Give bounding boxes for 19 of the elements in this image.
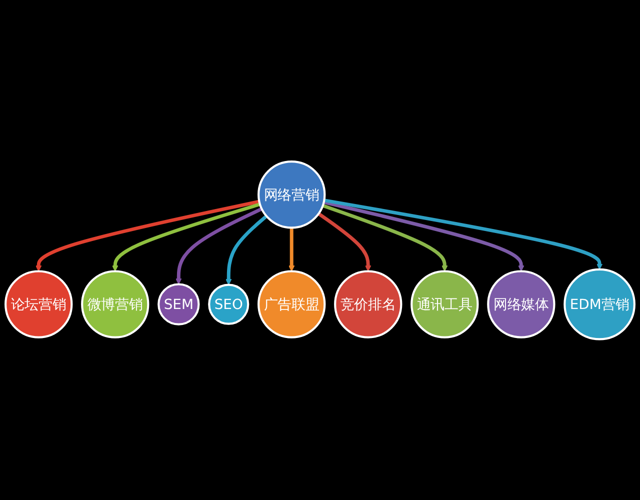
arrow (288, 227, 295, 272)
node-circle: 广告联盟 (258, 270, 326, 338)
node-circle: 网络营销 (258, 160, 326, 228)
arrow (112, 202, 261, 272)
arrow (226, 214, 268, 285)
arrow (324, 198, 603, 270)
arrow (323, 200, 524, 272)
arrow (36, 199, 260, 272)
node-circle: SEM (158, 282, 200, 325)
node-circle: EDM营销 (564, 268, 636, 340)
node-circle: 通讯工具 (410, 270, 479, 338)
node-circle: 微博营销 (81, 270, 150, 338)
arrow (318, 212, 372, 272)
arrow (176, 206, 263, 284)
node-circle: 网络媒体 (487, 270, 556, 338)
node-circle: 竞价排名 (334, 270, 402, 338)
node-circle: SEO (208, 283, 250, 324)
arrow (322, 204, 448, 272)
node-circle: 论坛营销 (4, 270, 73, 338)
